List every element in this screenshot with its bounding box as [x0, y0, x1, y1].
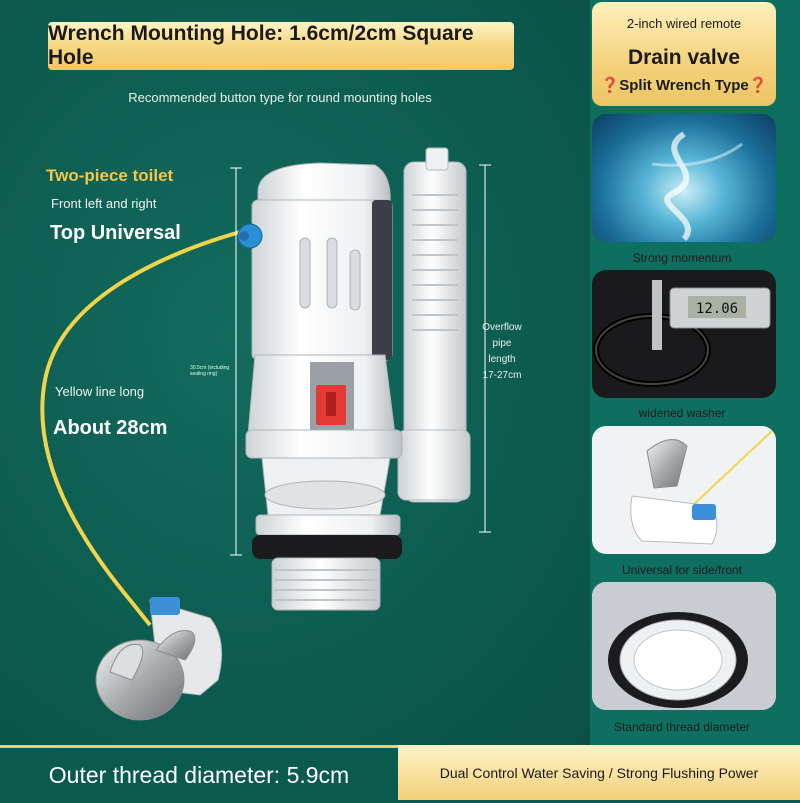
caption-standard-thread: Standard thread diameter — [613, 720, 751, 734]
header-line-3: ❓Split Wrench Type❓ — [600, 77, 768, 94]
header-line-1: 2-inch wired remote — [626, 16, 742, 31]
outer-thread-text: Outer thread diameter: 5.9cm — [48, 762, 350, 788]
header-line-2: Drain valve — [627, 46, 741, 69]
banner-title: Wrench Mounting Hole: 1.6cm/2cm Square H… — [48, 22, 474, 69]
length-label: About 28cm — [53, 417, 168, 439]
thread-closeup-image — [592, 582, 776, 710]
dual-control-bar: Dual Control Water Saving / Strong Flush… — [398, 745, 800, 800]
dual-control-text: Dual Control Water Saving / Strong Flush… — [439, 764, 759, 781]
remote-button-icon — [95, 597, 223, 721]
outer-thread-diameter-bar: Outer thread diameter: 5.9cm — [0, 745, 398, 803]
caption-strong-momentum: Strong momentum — [632, 251, 732, 265]
remote-closeup-image — [592, 426, 776, 554]
height-dimension-label: 30.5cm (including sealing ring) — [190, 365, 230, 377]
caption-universal: Universal for side/front — [621, 563, 743, 577]
right-panel-header: 2-inch wired remote Drain valve ❓Split W… — [592, 2, 776, 106]
sub-caption: Recommended button type for round mounti… — [128, 90, 432, 105]
caliper-reading: 12.06 — [696, 301, 738, 317]
water-vortex-image — [592, 114, 776, 242]
two-piece-label: Two-piece toilet — [46, 166, 174, 185]
caliper-image: 12.06 — [592, 270, 776, 398]
caption-widened-washer: widened washer — [638, 406, 726, 420]
front-label: Front left and right — [51, 196, 157, 211]
drain-valve-illustration — [40, 147, 491, 721]
yellow-line-label: Yellow line long — [55, 384, 145, 399]
overflow-pipe-label: Overflow pipe length 17-27cm — [482, 322, 522, 381]
mounting-hole-banner: Wrench Mounting Hole: 1.6cm/2cm Square H… — [48, 22, 514, 70]
yellow-cable — [40, 230, 241, 627]
top-universal-label: Top Universal — [50, 222, 181, 244]
